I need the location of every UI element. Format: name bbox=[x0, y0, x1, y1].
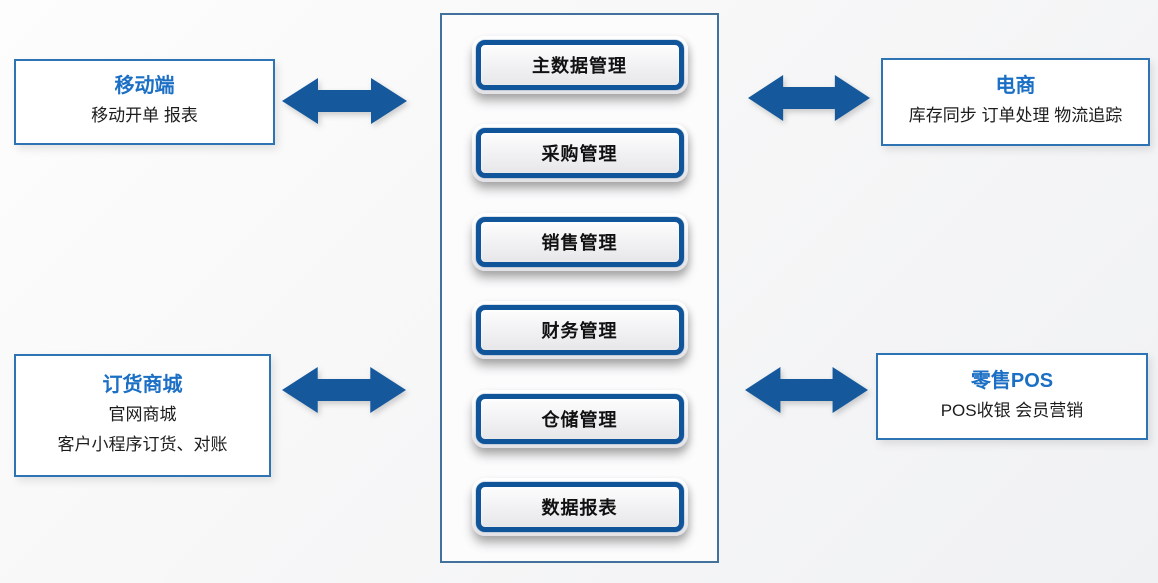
node-order-mall-line: 客户小程序订货、对账 bbox=[57, 435, 228, 454]
module-button-label: 仓储管理 bbox=[541, 409, 618, 430]
module-button-face: 销售管理 bbox=[475, 216, 684, 267]
module-button-purchasing[interactable]: 采购管理 bbox=[471, 124, 688, 183]
node-mobile-line: 移动开单 报表 bbox=[91, 106, 198, 126]
module-button-data-report[interactable]: 数据报表 bbox=[471, 477, 688, 536]
module-button-face: 采购管理 bbox=[475, 128, 684, 179]
double-arrow-icon bbox=[748, 74, 870, 122]
node-mobile-title: 移动端 bbox=[114, 75, 175, 98]
module-button-label: 销售管理 bbox=[541, 232, 618, 253]
module-button-finance[interactable]: 财务管理 bbox=[471, 301, 688, 360]
double-arrow-icon bbox=[282, 366, 406, 414]
node-order-mall-title: 订货商城 bbox=[102, 373, 183, 396]
node-ecommerce-line: 库存同步 订单处理 物流追踪 bbox=[908, 106, 1123, 126]
module-button-sales[interactable]: 销售管理 bbox=[471, 212, 688, 271]
module-button-master-data[interactable]: 主数据管理 bbox=[471, 36, 688, 94]
module-button-face: 数据报表 bbox=[475, 481, 684, 532]
module-button-label: 采购管理 bbox=[541, 144, 618, 165]
node-retail-pos: 零售POS POS收银 会员营销 bbox=[876, 353, 1148, 440]
module-button-label: 主数据管理 bbox=[532, 56, 627, 76]
module-button-warehouse[interactable]: 仓储管理 bbox=[471, 389, 688, 448]
node-retail-pos-line: POS收银 会员营销 bbox=[940, 400, 1084, 420]
node-order-mall-line: 官网商城 bbox=[108, 404, 177, 424]
node-order-mall: 订货商城 官网商城 客户小程序订货、对账 bbox=[14, 354, 271, 477]
module-button-face: 财务管理 bbox=[475, 305, 684, 356]
module-button-face: 仓储管理 bbox=[475, 393, 684, 444]
node-ecommerce-title: 电商 bbox=[995, 75, 1036, 98]
double-arrow-icon bbox=[282, 77, 407, 125]
double-arrow-icon bbox=[745, 366, 868, 414]
node-retail-pos-title: 零售POS bbox=[970, 369, 1054, 392]
module-button-label: 财务管理 bbox=[541, 321, 618, 342]
erp-module-panel: 主数据管理 采购管理 销售管理 财务管理 仓储管理 数据报表 bbox=[440, 13, 719, 563]
node-ecommerce: 电商 库存同步 订单处理 物流追踪 bbox=[881, 58, 1150, 146]
module-button-label: 数据报表 bbox=[541, 497, 618, 518]
module-button-face: 主数据管理 bbox=[475, 40, 684, 90]
node-mobile: 移动端 移动开单 报表 bbox=[14, 59, 275, 145]
